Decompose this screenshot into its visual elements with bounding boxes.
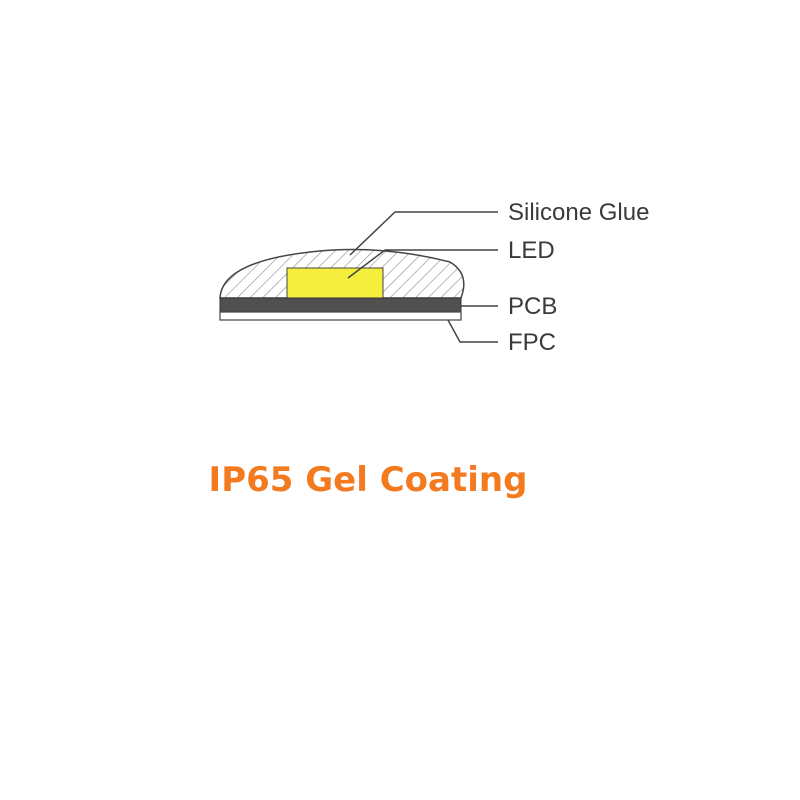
fpc-layer [219, 311, 462, 321]
label-led: LED [508, 237, 555, 264]
label-pcb: PCB [508, 293, 557, 320]
leader-line-fpc [447, 319, 498, 343]
led-chip [286, 267, 384, 299]
caption-title: IP65 Gel Coating [208, 460, 528, 500]
label-silicone-glue: Silicone Glue [508, 199, 649, 226]
pcb-layer [219, 297, 462, 313]
label-fpc: FPC [508, 329, 556, 356]
leader-line-silicone-glue [349, 211, 498, 256]
leader-line-led [347, 249, 498, 279]
